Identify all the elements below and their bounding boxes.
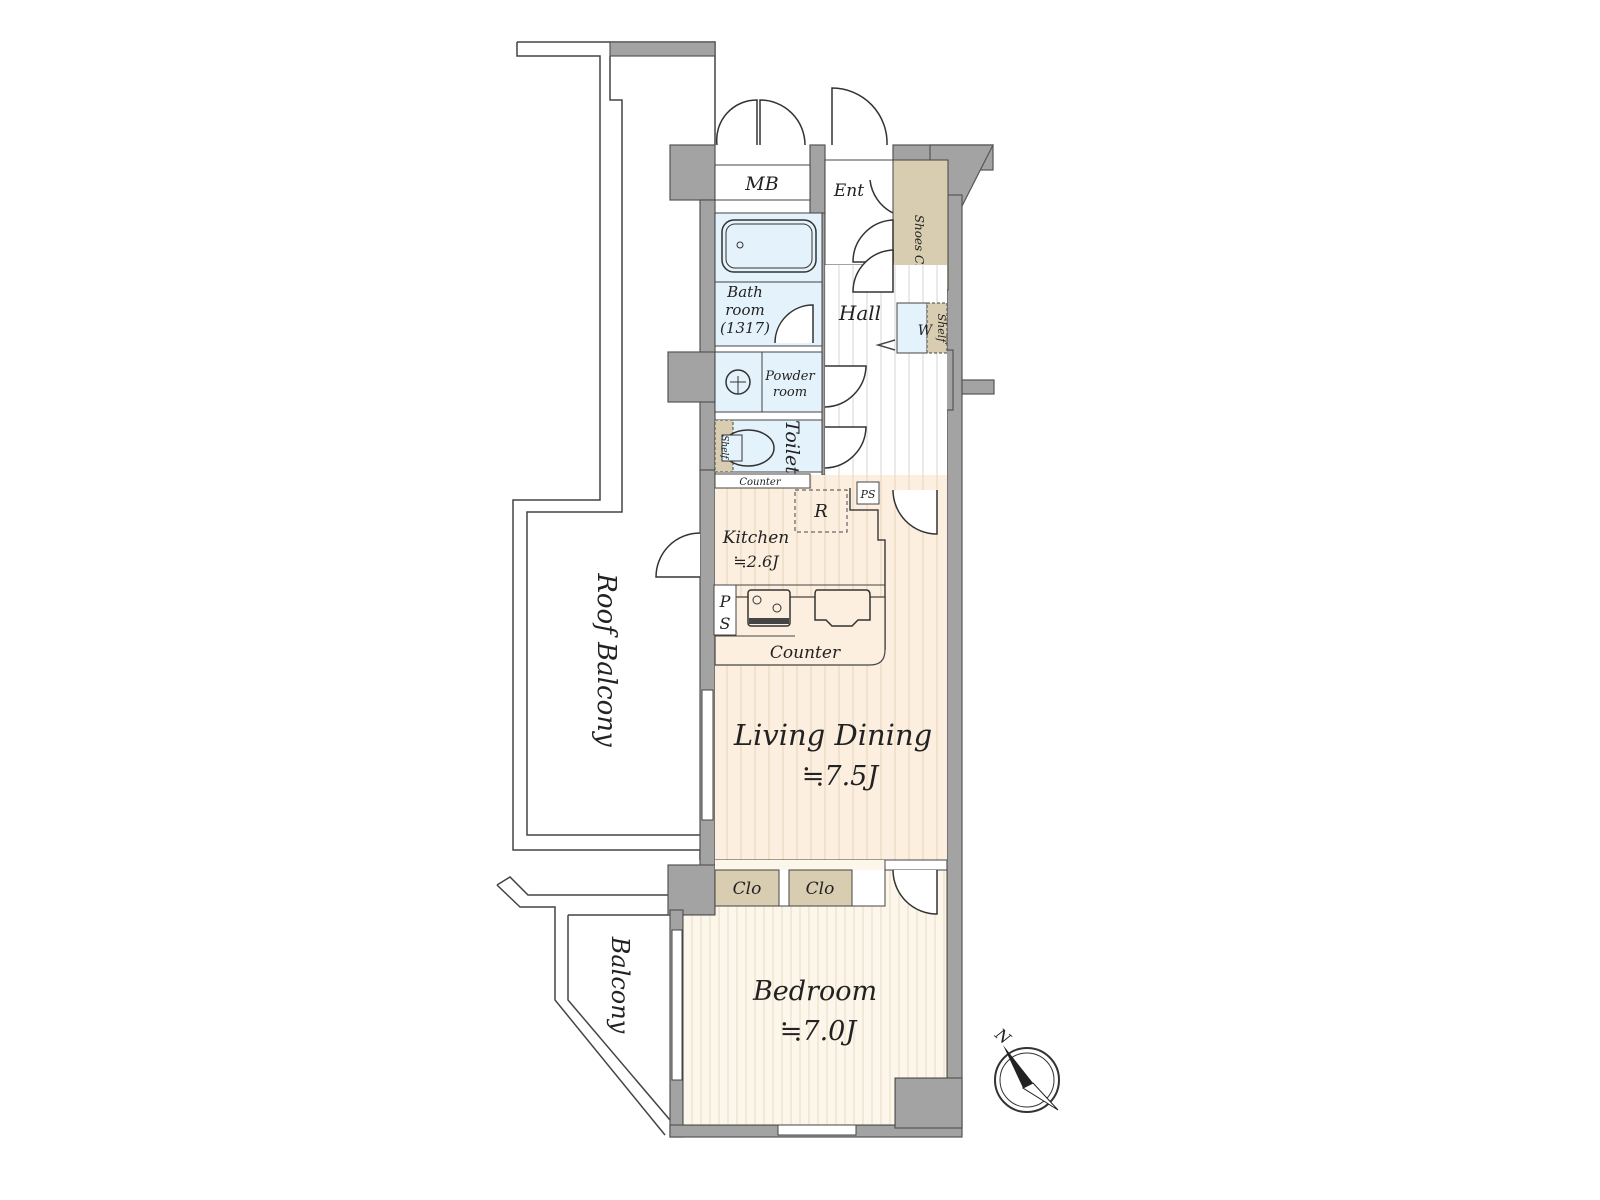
living-size: ≒7.5J (802, 761, 881, 792)
hall-shelf-label: Shelf (935, 314, 948, 345)
hall-label: Hall (838, 301, 881, 325)
powder-label-2: room (773, 385, 807, 400)
balcony: Balcony (496, 876, 671, 1136)
bath-label-1: Bath (726, 283, 763, 301)
ps-s: S (720, 614, 731, 633)
bedroom-size: ≒7.0J (780, 1016, 859, 1047)
clo-1-label: Clo (733, 879, 762, 899)
counter-label: Counter (770, 643, 841, 663)
ps-top-label: PS (860, 488, 876, 501)
living-dining (715, 488, 947, 860)
roof-balcony: Roof Balcony (512, 41, 716, 860)
bath-label-3: (1317) (720, 319, 770, 337)
ps-p: P (719, 592, 731, 611)
toilet-label: Toilet (781, 420, 803, 474)
ent-label: Ent (833, 181, 864, 201)
r-label: R (813, 501, 828, 522)
stove-icon (747, 589, 791, 627)
compass-n-label: N (991, 1024, 1015, 1049)
bedroom-window (777, 1124, 857, 1136)
mb-room (714, 164, 811, 201)
balcony-label: Balcony (606, 936, 634, 1034)
counter-small (714, 473, 811, 489)
shoes-clo-label: Shoes Clo (912, 215, 926, 276)
bedroom-label: Bedroom (752, 976, 877, 1007)
roof-balcony-label: Roof Balcony (591, 572, 621, 747)
bathtub-icon (721, 219, 817, 273)
pipe-space (713, 584, 737, 636)
powder-label-1: Powder (764, 369, 815, 384)
hall-shelf (926, 302, 948, 354)
washer-space (896, 302, 928, 354)
living-label: Living Dining (733, 718, 932, 752)
living-side-window (701, 689, 714, 821)
entry-doors (715, 87, 888, 146)
toilet-shelf-label: Shelf (719, 435, 729, 460)
kitchen-sink-icon (814, 589, 871, 627)
clo-2-label: Clo (806, 879, 835, 899)
counter-small-label: Counter (739, 477, 781, 488)
compass-icon: N (991, 1024, 1060, 1113)
bedroom-side-window (671, 929, 683, 1081)
bath-label-2: room (725, 301, 764, 319)
kitchen-size: ≒2.6J (733, 552, 780, 571)
kitchen-label: Kitchen (722, 528, 789, 548)
ps-top (856, 481, 880, 505)
refrigerator-space (794, 489, 848, 533)
w-label: W (918, 323, 934, 339)
mb-label: MB (744, 173, 778, 195)
